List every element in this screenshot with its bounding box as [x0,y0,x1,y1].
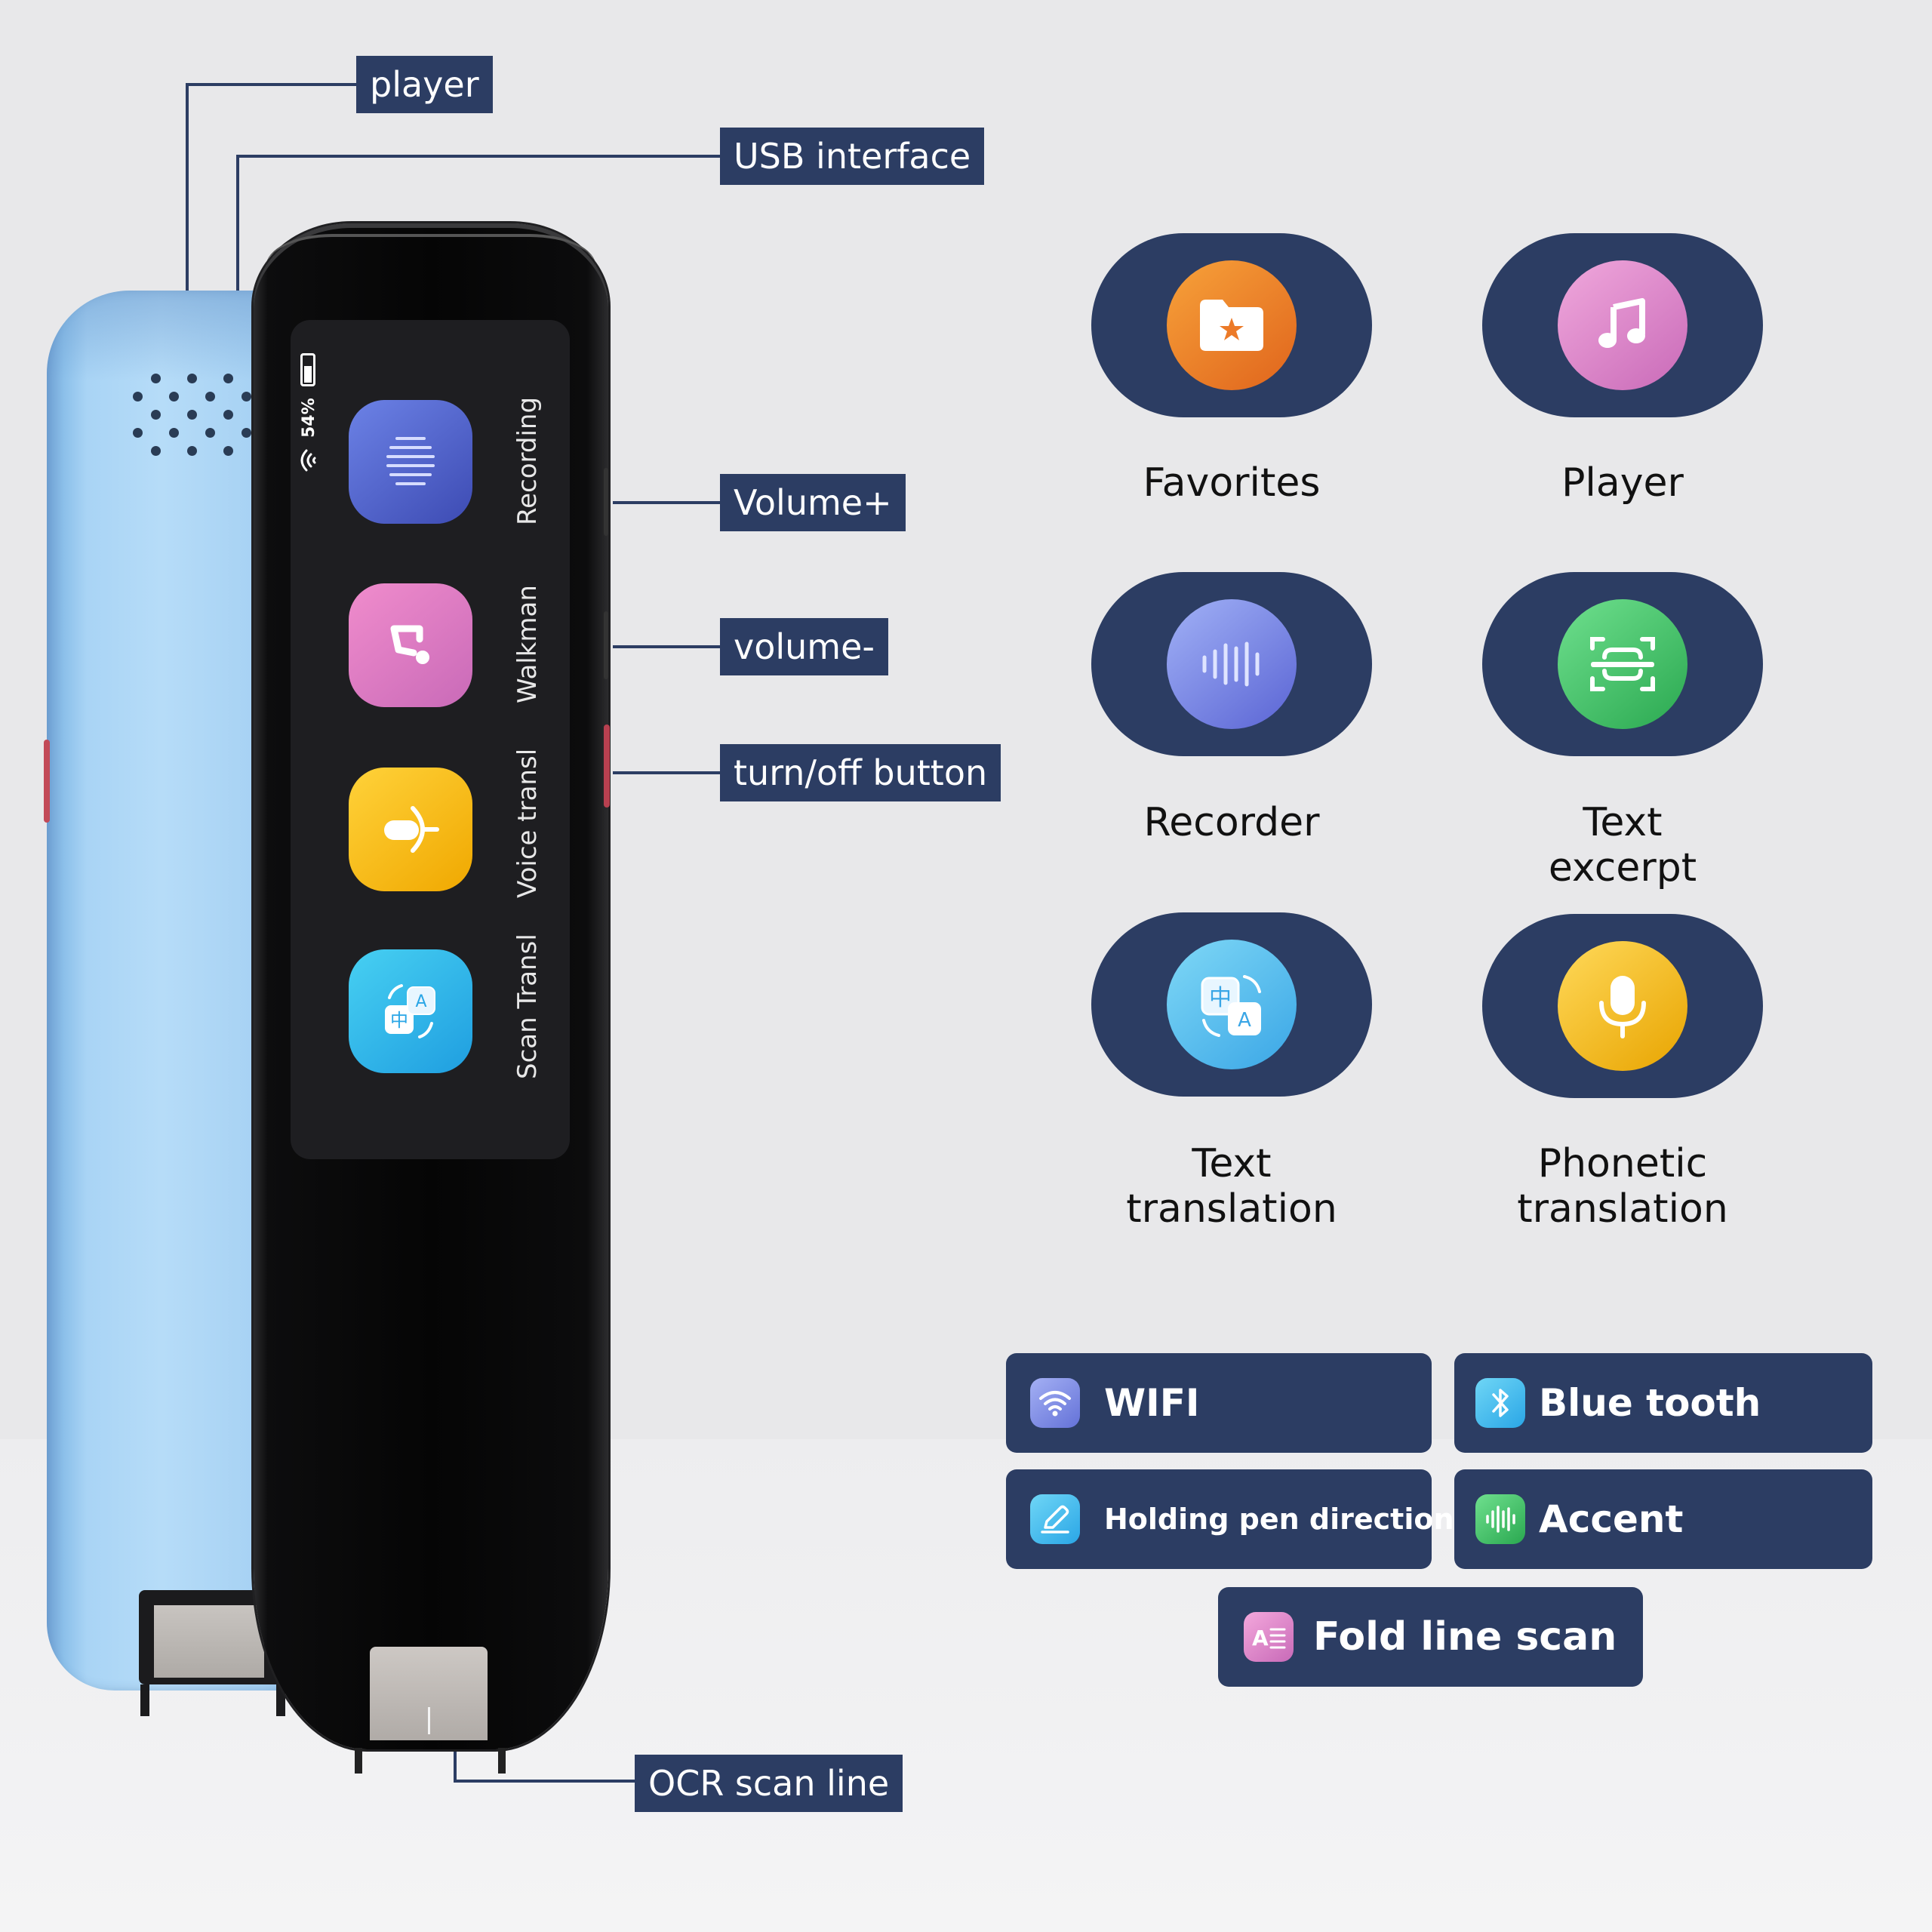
ocr-leader-h [454,1780,635,1783]
volume-down-callout: volume- [720,618,889,675]
walkman-app-label[interactable]: Walkman [512,585,543,703]
sound-wave-icon [1167,599,1297,729]
wifi-status-icon [298,445,324,478]
music-note-icon [1558,260,1687,390]
favorites-tile[interactable] [1091,233,1372,417]
wifi-icon [1030,1378,1080,1428]
holding-pen-direction-bar: Holding pen direction [1006,1469,1454,1569]
bluetooth-label: Blue tooth [1539,1381,1761,1425]
pen-screen: 54% Recording Walkman Voice transl 中 A [291,320,570,1159]
player-tile[interactable] [1482,233,1763,417]
phonetic-translation-tile[interactable] [1482,914,1763,1098]
fold-line-scan-bar: A Fold line scan [1218,1587,1643,1687]
battery-percent: 54% [300,398,318,438]
player-callout: player [356,56,493,113]
scan-transl-app-icon[interactable]: 中 A [349,949,472,1073]
power-button-callout: turn/off button [720,744,1001,801]
scan-text-icon [1558,599,1687,729]
voice-transl-app-label[interactable]: Voice transl [512,748,543,898]
speaker-grille [128,366,257,464]
volume-up-button-side[interactable] [604,468,608,536]
translate-icon: 中 A [1167,940,1297,1069]
player-leader-h [186,83,356,86]
pen-icon [1030,1494,1080,1544]
ocr-scan-line-marker [428,1707,430,1734]
volume-up-callout: Volume+ [720,474,906,531]
folder-star-icon [1167,260,1297,390]
player-label: Player [1561,460,1684,506]
bluetooth-bar: Blue tooth [1454,1353,1872,1453]
volume-down-leader [613,645,720,648]
black-pen-top-rim [266,234,596,267]
wifi-label: WIFI [1104,1381,1200,1425]
accent-label: Accent [1539,1497,1684,1541]
text-translation-label: Text translation [1126,1141,1337,1232]
blue-pen-tip-left [140,1684,149,1716]
blue-pen-side-button [44,740,50,823]
player-leader-v [186,83,189,389]
power-leader [613,771,720,774]
svg-text:A: A [1238,1009,1251,1032]
svg-text:A: A [1252,1626,1269,1651]
ocr-scan-line-callout: OCR scan line [635,1755,903,1812]
voice-transl-app-icon[interactable] [349,768,472,891]
walkman-app-icon[interactable] [349,583,472,707]
scan-transl-app-label[interactable]: Scan Transl [512,934,543,1079]
recorder-tile[interactable] [1091,572,1372,756]
bluetooth-icon [1475,1378,1525,1428]
audio-wave-icon [1475,1494,1525,1544]
text-excerpt-label: Text excerpt [1548,800,1697,891]
text-format-icon: A [1244,1612,1294,1662]
usb-interface-callout: USB interface [720,128,985,185]
wifi-bar: WIFI [1006,1353,1432,1453]
black-pen-tip-left [355,1748,362,1774]
recording-app-icon[interactable] [349,400,472,524]
volume-up-leader [613,501,720,504]
svg-text:A: A [415,992,426,1011]
microphone-icon [1558,941,1687,1071]
svg-text:中: 中 [390,1010,408,1031]
volume-down-button-side[interactable] [604,611,608,679]
text-translation-tile[interactable]: 中 A [1091,912,1372,1097]
battery-icon [300,353,315,386]
blue-pen-tip-right [276,1684,285,1716]
recorder-label: Recorder [1143,800,1320,845]
fold-line-scan-label: Fold line scan [1313,1614,1617,1660]
power-button-side[interactable] [604,724,610,808]
usb-leader-h [236,155,721,158]
black-pen-tip-right [498,1748,506,1774]
phonetic-translation-label: Phonetic translation [1517,1141,1728,1232]
holding-pen-direction-label: Holding pen direction [1104,1503,1454,1536]
blue-pen-scan-sensor [154,1605,264,1678]
ocr-leader-v [454,1749,457,1783]
favorites-label: Favorites [1143,460,1321,506]
svg-text:中: 中 [1209,985,1232,1011]
recording-app-label[interactable]: Recording [512,396,543,525]
text-excerpt-tile[interactable] [1482,572,1763,756]
accent-bar: Accent [1454,1469,1872,1569]
